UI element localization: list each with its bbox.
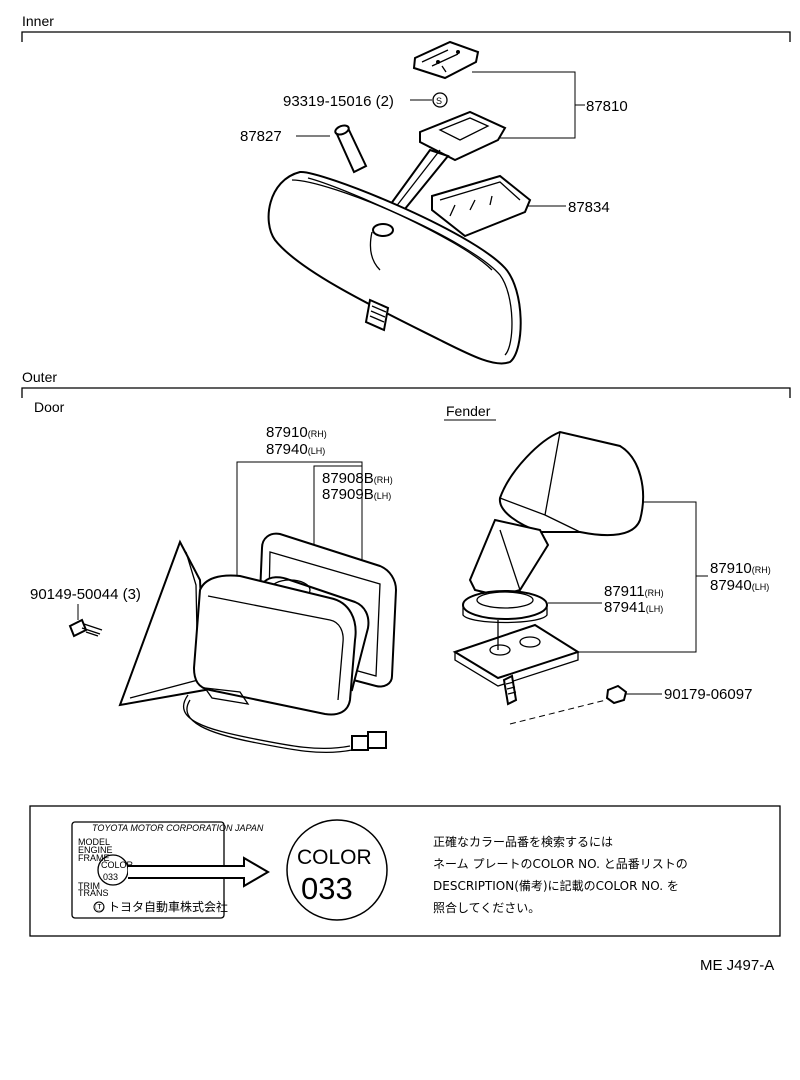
plate-trim-2: TRANS: [78, 888, 109, 898]
big-color-code: 033: [301, 871, 353, 906]
part-label-mirror-rh: 87910(RH): [266, 424, 327, 441]
bracket-plate: [412, 40, 480, 80]
notice-box: [29, 805, 781, 937]
fender-mirror-head: [468, 430, 644, 598]
plate-maker-text: TOYOTA MOTOR CORPORATION JAPAN: [92, 823, 264, 833]
plate-color-code: 033: [103, 872, 118, 882]
section-label-fender: Fender: [446, 403, 491, 419]
big-color-badge: COLOR 033: [286, 819, 388, 921]
part-label-nut: 90179-06097: [664, 686, 752, 703]
part-label-bolt-inner: 93319-15016 (2): [283, 93, 394, 110]
part-label-stay: 87810: [586, 98, 628, 115]
mirror-stay: [383, 110, 507, 217]
part-label-cover: 87834: [568, 199, 610, 216]
plate-field-2: ENGINE: [78, 845, 113, 855]
fender-mirror-plate: [452, 623, 581, 687]
wire-harness: [182, 694, 387, 754]
section-bracket-outer: [21, 387, 791, 398]
big-color-label: COLOR: [297, 846, 372, 869]
part-label-glass-rh: 87908B(RH): [322, 470, 393, 487]
plate-color-label: COLOR: [101, 860, 134, 870]
cover: [431, 174, 532, 238]
leader-fender-mirror: [578, 501, 697, 653]
notice-line-1: 正確なカラー品番を検索するには: [433, 834, 613, 849]
notice-line-4: 照合してください。: [433, 900, 540, 915]
fender-bolt: [497, 620, 518, 706]
section-label-door: Door: [34, 399, 65, 415]
part-label-screw: 90149-50044 (3): [30, 586, 141, 603]
section-label-inner: Inner: [22, 13, 54, 29]
plate-mark: Ⓣ: [95, 902, 104, 912]
leader-door-mirror: [236, 461, 363, 576]
footer-code: ME J497-A: [700, 957, 774, 974]
plate-mark-circle: [93, 901, 105, 913]
part-label-base-rh: 87911(RH): [604, 583, 664, 600]
part-label-base-lh: 87941(LH): [604, 599, 663, 616]
door-mirror-body: [118, 539, 357, 716]
arrow-icon: [128, 856, 270, 888]
notice-line-2: ネーム プレートのCOLOR NO. と品番リストの: [433, 857, 688, 871]
name-plate: TOYOTA MOTOR CORPORATION JAPAN MODEL ENG…: [71, 821, 264, 919]
section-label-outer: Outer: [22, 369, 57, 385]
notice-line-3: DESCRIPTION(備考)に記載のCOLOR NO. を: [433, 878, 679, 893]
plate-company-text: トヨタ自動車株式会社: [108, 899, 228, 914]
inner-mirror: [267, 170, 522, 365]
section-bracket-inner: [21, 31, 791, 42]
screw: [68, 618, 103, 638]
nut: [605, 684, 628, 705]
part-label-mirror-lh: 87940(LH): [266, 441, 325, 458]
bolt-s-mark: S: [432, 92, 448, 108]
part-label-fender-mirror-rh: 87910(RH): [710, 560, 771, 577]
s-mark-text: S: [436, 96, 442, 106]
fender-mirror-base: [462, 590, 548, 624]
plate-field-3: FRAME: [78, 853, 110, 863]
dash-line-nut: [509, 699, 607, 725]
plate-field-1: MODEL: [78, 837, 110, 847]
part-label-fender-mirror-lh: 87940(LH): [710, 577, 769, 594]
pin: [334, 124, 368, 174]
plate-trim-1: TRIM: [78, 881, 100, 891]
part-label-pin: 87827: [240, 128, 282, 145]
part-label-glass-lh: 87909B(LH): [322, 486, 391, 503]
